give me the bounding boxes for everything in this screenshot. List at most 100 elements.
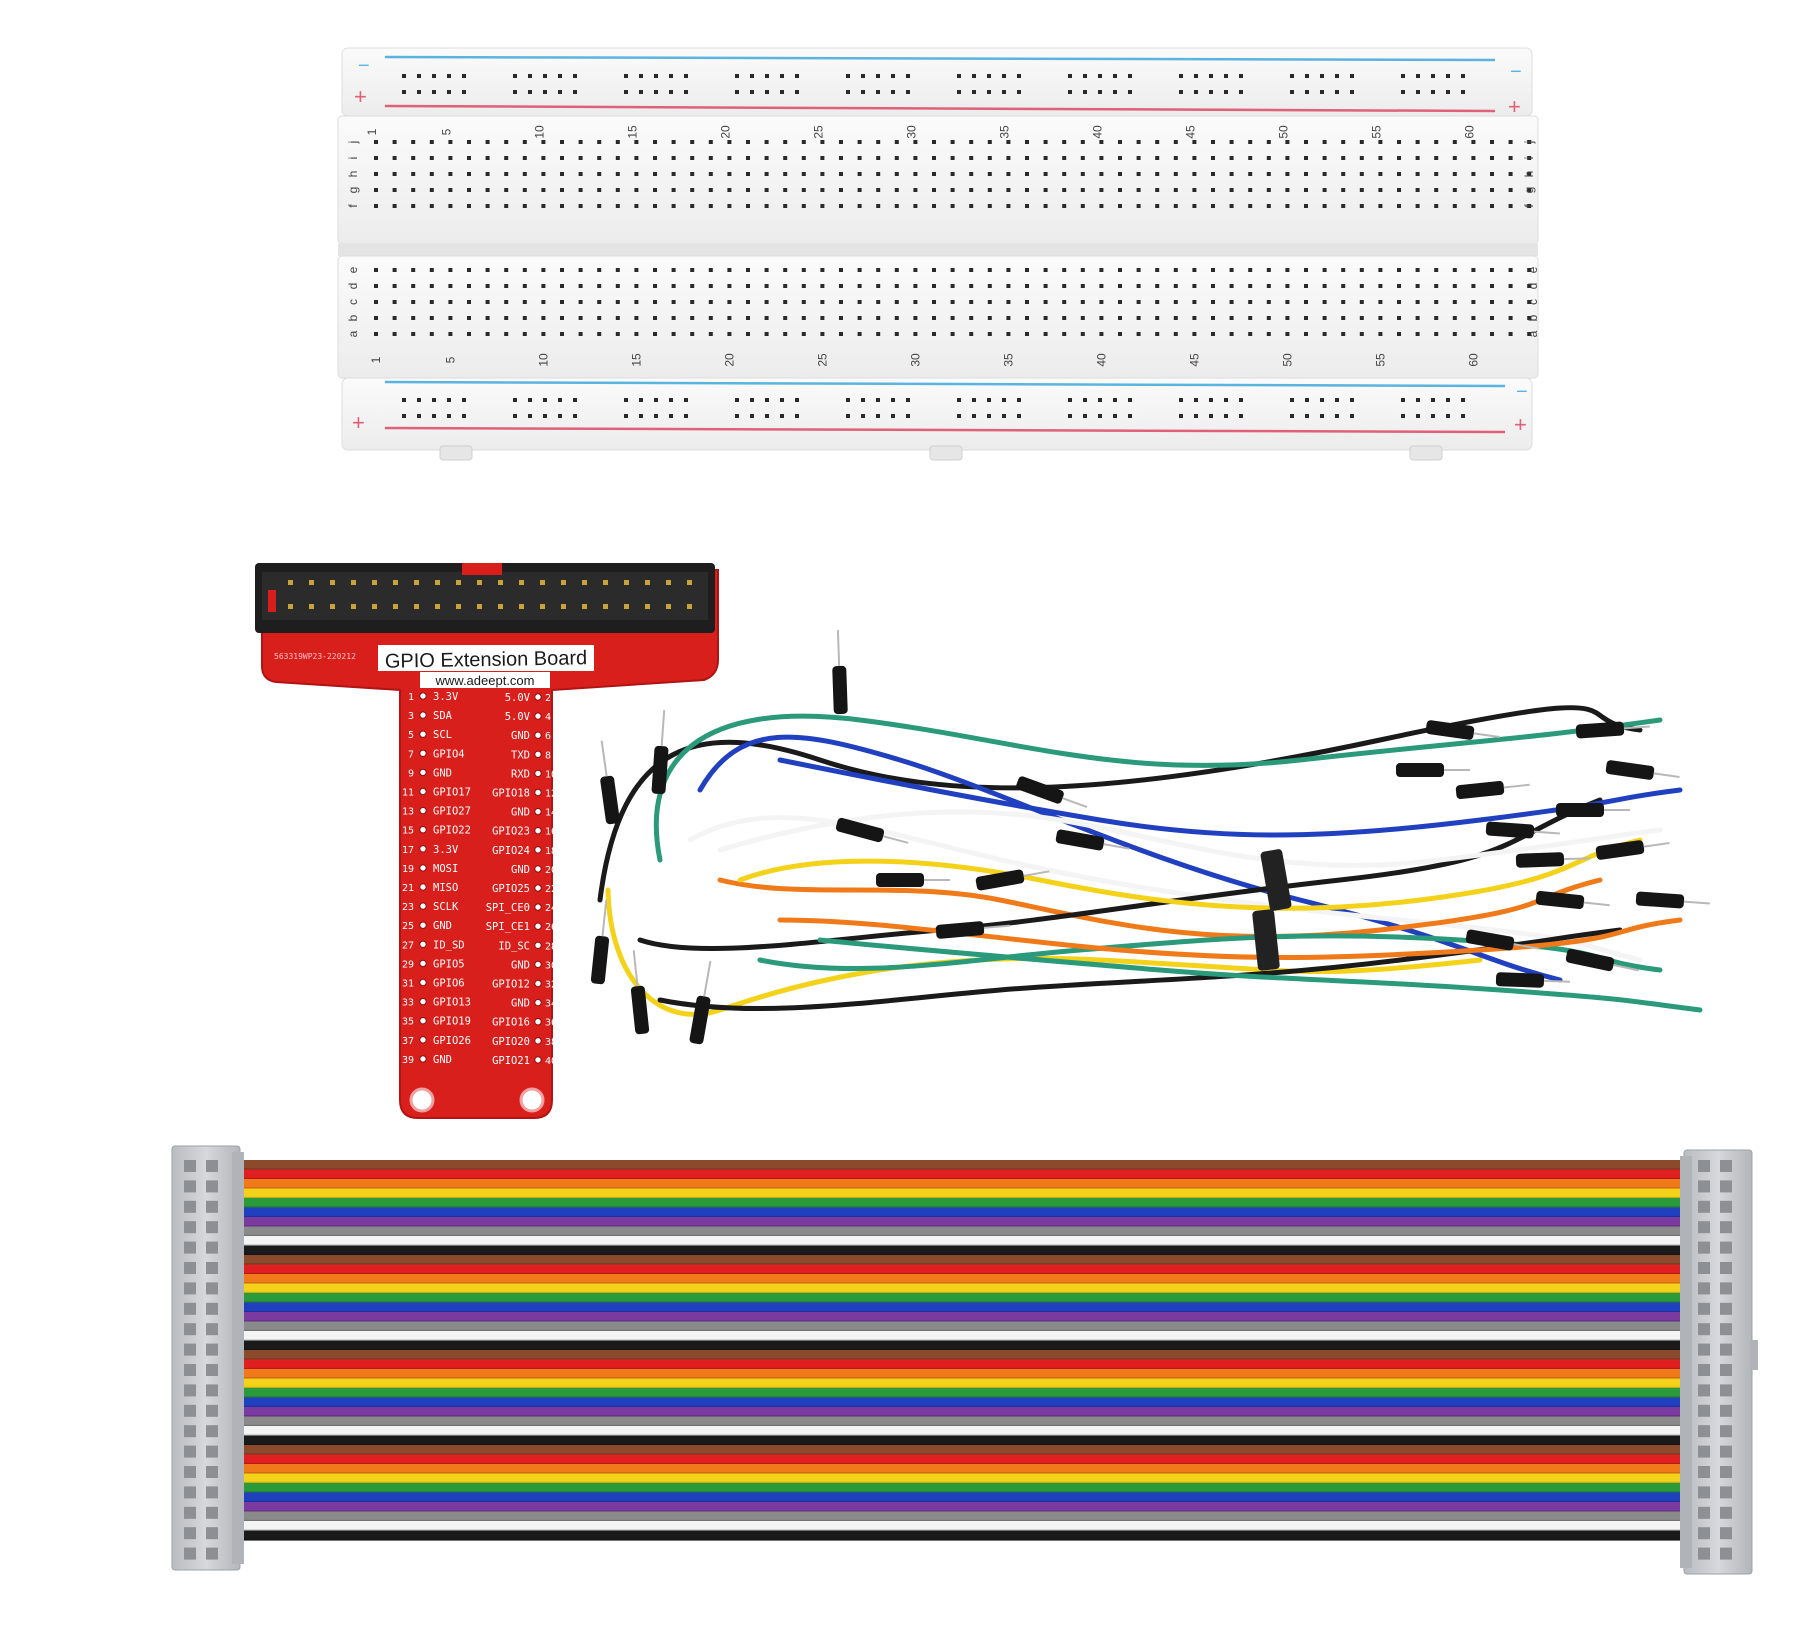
rail-hole: [1017, 90, 1021, 94]
breadboard-hole: [764, 188, 769, 192]
breadboard-hole: [1229, 268, 1234, 272]
jumper-connector: [1565, 948, 1640, 972]
rail-hole: [906, 90, 910, 94]
rail-hole: [987, 414, 991, 418]
jumper-connector: [1575, 721, 1650, 739]
pin-pad: [419, 730, 427, 738]
breadboard-hole: [764, 172, 769, 176]
breadboard-hole: [653, 316, 657, 320]
rail-hole: [1416, 90, 1420, 94]
row-letter: a: [1526, 330, 1540, 337]
breadboard-hole: [560, 188, 564, 192]
header-pin: [666, 580, 671, 585]
breadboard-hole: [374, 140, 378, 144]
breadboard-hole: [1471, 188, 1476, 192]
breadboard-hole: [1322, 172, 1327, 176]
breadboard-hole: [1062, 316, 1067, 320]
breadboard-hole: [392, 332, 397, 336]
rail-hole: [780, 398, 784, 402]
pin-pad: [419, 921, 427, 929]
rail-hole: [876, 398, 880, 402]
breadboard-hole: [1434, 204, 1439, 208]
rail-hole: [624, 74, 628, 78]
rail-hole: [1350, 90, 1354, 94]
pin-number: 34: [545, 999, 557, 1010]
pin-label: GPIO12: [492, 979, 530, 991]
pin-number: 39: [402, 1055, 414, 1066]
pin-number: 10: [545, 769, 557, 780]
breadboard-hole: [969, 204, 974, 208]
pin-label: GPIO19: [433, 1016, 471, 1028]
header-pin: [456, 604, 461, 609]
rail-hole: [1128, 74, 1132, 78]
breadboard-hole: [1099, 300, 1104, 304]
breadboard-hole: [727, 188, 732, 192]
ribbon-strand: [236, 1521, 1688, 1532]
breadboard-hole: [467, 156, 471, 160]
breadboard-hole: [1397, 204, 1401, 208]
breadboard-hole: [634, 172, 639, 176]
idc-hole: [1720, 1160, 1732, 1172]
breadboard-hole: [634, 332, 639, 336]
breadboard-hole: [1080, 156, 1085, 160]
strand-shadow: [236, 1443, 1688, 1445]
breadboard-hole: [504, 172, 509, 176]
breadboard-hole: [1527, 172, 1532, 176]
breadboard-hole: [932, 268, 936, 272]
pin-number: 15: [402, 826, 414, 837]
pin-number: 7: [408, 749, 414, 760]
breadboard-hole: [1006, 268, 1011, 272]
breadboard-hole: [1434, 140, 1439, 144]
pin-label: 3.3V: [433, 691, 459, 703]
breadboard-hole: [690, 284, 695, 288]
breadboard-hole: [1508, 140, 1513, 144]
strand-shadow: [236, 1500, 1688, 1502]
breadboard-hole: [1136, 332, 1141, 336]
breadboard-hole: [1322, 316, 1327, 320]
breadboard-hole: [560, 332, 564, 336]
header-pin: [372, 604, 377, 609]
idc-hole: [184, 1302, 196, 1315]
breadboard-hole: [467, 284, 471, 288]
breadboard-hole: [541, 188, 546, 192]
breadboard-hole: [411, 140, 416, 144]
breadboard-hole: [653, 332, 657, 336]
pin-pad: [419, 692, 427, 700]
breadboard-hole: [560, 284, 564, 288]
header-pin: [414, 604, 419, 609]
breadboard-hole: [448, 156, 453, 160]
breadboard-hole: [1136, 172, 1141, 176]
rail-hole: [1128, 398, 1132, 402]
breadboard-hole: [857, 316, 862, 320]
breadboard-hole: [1415, 284, 1420, 288]
jumper-connector: [630, 950, 650, 1035]
breadboard-hole: [1322, 156, 1327, 160]
rail-hole: [972, 90, 976, 94]
breadboard-hole: [1508, 316, 1513, 320]
breadboard-hole: [727, 268, 732, 272]
idc-hole: [206, 1180, 218, 1193]
breadboard-hole: [1452, 172, 1457, 176]
row-letter: g: [1522, 187, 1536, 194]
breadboard-hole: [801, 300, 806, 304]
pin-number: 14: [545, 808, 557, 819]
idc-hole: [206, 1466, 218, 1478]
pin-pad: [419, 883, 427, 891]
strand-shadow: [236, 1367, 1688, 1369]
breadboard-hole: [1471, 156, 1476, 160]
breadboard-hole: [504, 332, 509, 336]
rail-hole: [1431, 398, 1435, 402]
idc-hole: [206, 1343, 218, 1356]
rail-hole: [573, 74, 577, 78]
breadboard-hole: [932, 188, 936, 192]
breadboard-hole: [1118, 172, 1122, 176]
breadboard-hole: [522, 172, 527, 176]
idc-hole: [1698, 1466, 1710, 1478]
rail-hole: [1209, 398, 1213, 402]
pin-pad: [419, 826, 427, 834]
strand-shadow: [236, 1196, 1688, 1198]
breadboard-hole: [1471, 300, 1476, 304]
idc-hole: [184, 1527, 196, 1540]
breadboard-hole: [1118, 284, 1122, 288]
idc-hole: [184, 1506, 196, 1519]
